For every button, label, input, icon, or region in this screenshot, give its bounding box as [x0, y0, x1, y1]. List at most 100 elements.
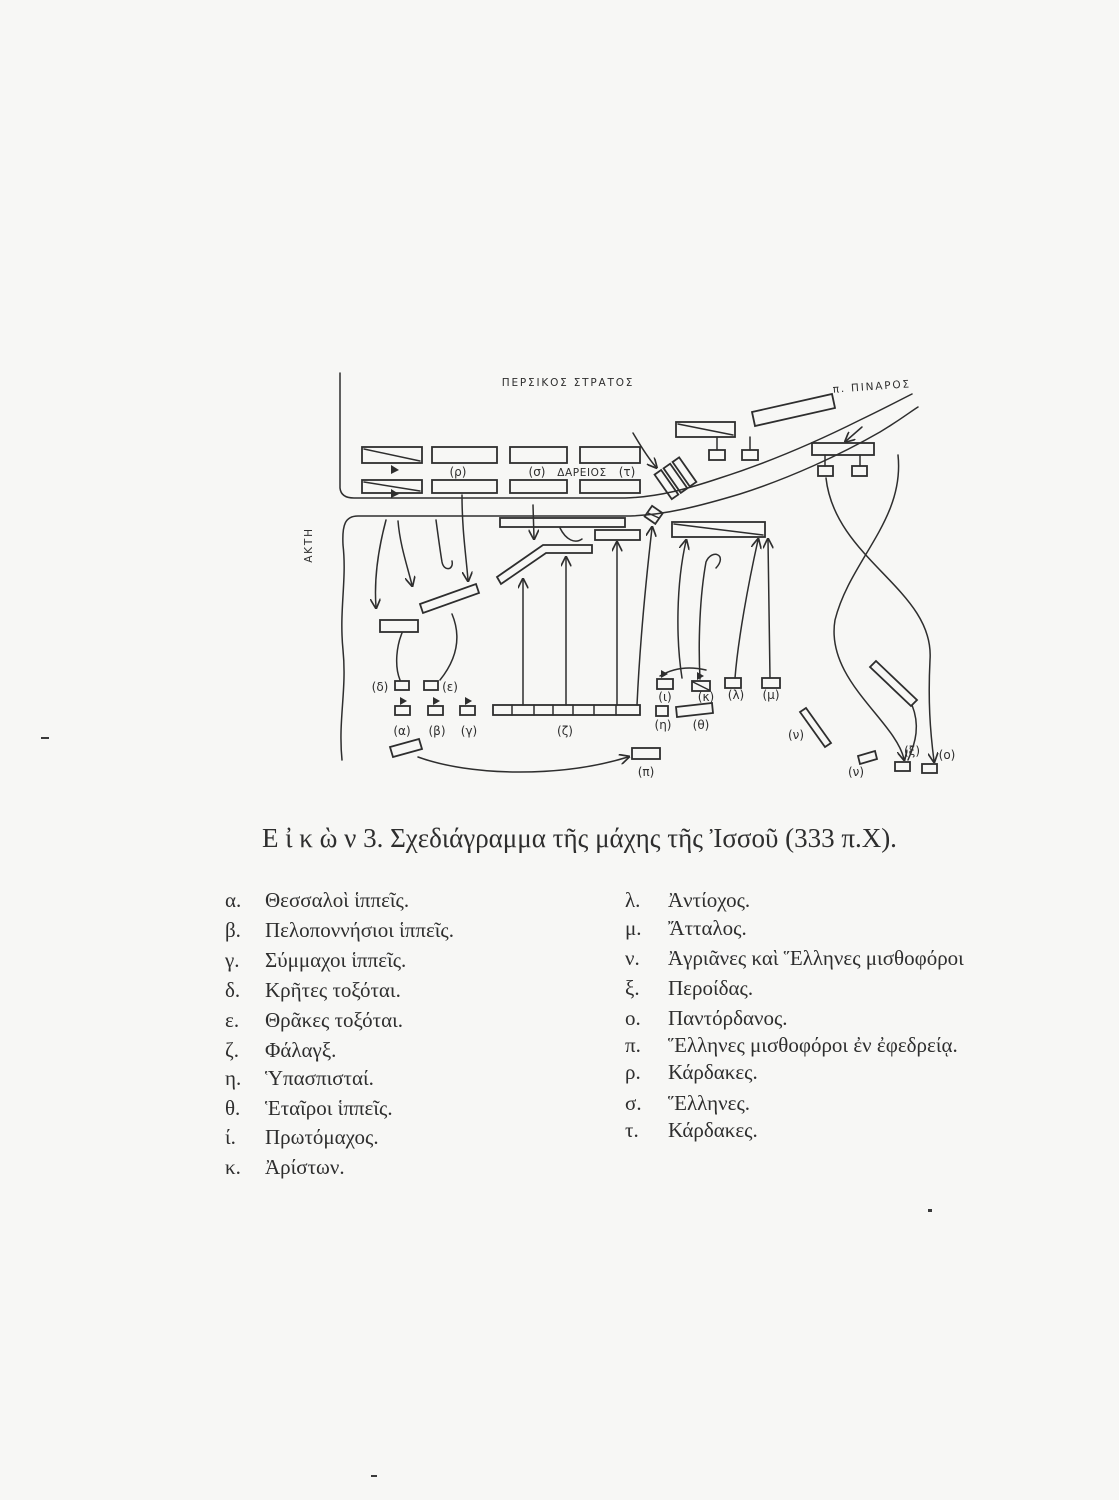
persian-unit [431, 446, 498, 464]
unit-lambda [724, 677, 742, 689]
darius-label: ΔΑΡΕΙΟΣ [557, 467, 607, 479]
unit-hatch [647, 512, 660, 519]
persian-unit [509, 479, 568, 494]
legend-text: Ἕλληνες μισθοφόροι ἐν ἐφεδρείᾳ. [668, 1033, 958, 1057]
darius-chariot [653, 456, 698, 501]
persian-army-label: ΠΕΡΣΙΚΟΣ ΣΤΡΑΤΟΣ [502, 377, 634, 389]
movement-arrow [559, 527, 583, 542]
scan-speck [371, 1475, 377, 1477]
terrain [339, 372, 919, 761]
unit-zeta-phalanx [492, 704, 641, 716]
legend-key: θ. [225, 1096, 241, 1120]
persian-unit [579, 446, 641, 464]
legend-item: κ. Ἀρίστων. [225, 1155, 345, 1179]
persian-unit-small [817, 465, 834, 477]
macedonian-army [379, 517, 938, 774]
legend-item: ο.Παντόρδανος. [625, 1006, 788, 1030]
unit-mu [761, 677, 781, 689]
bent-phalanx [495, 544, 593, 586]
unit-label-sigma: (σ) [529, 465, 546, 479]
scan-speck [928, 1209, 932, 1212]
legend-text: Παντόρδανος. [668, 1006, 788, 1030]
movement-arrow [768, 540, 770, 679]
legend-item: ρ.Κάρδακες. [625, 1060, 758, 1084]
legend-key: ζ. [225, 1038, 239, 1062]
persian-unit [361, 446, 423, 464]
unit-epsilon [423, 680, 439, 691]
legend-key: σ. [625, 1091, 642, 1115]
unit-iota [656, 678, 674, 690]
unit-kappa [691, 680, 711, 692]
unit-link [439, 613, 458, 681]
unit-label-kappa: (κ) [698, 690, 714, 704]
chariot-block [653, 468, 680, 501]
persian-unit-small [851, 465, 868, 477]
unit-xi [894, 761, 911, 772]
flank-movement-curve [825, 477, 934, 761]
legend-key: η. [225, 1066, 242, 1090]
legend-text: Ἄτταλος. [668, 916, 747, 940]
battle-diagram: ΠΕΡΣΙΚΟΣ ΣΤΡΑΤΟΣ π. ΠΙΝΑΡΟΣ ΑΚΤΗ [303, 372, 955, 779]
unit-nu [798, 706, 833, 749]
legend-key: ξ. [625, 976, 640, 1000]
unit-hatch [363, 481, 421, 492]
legend-key: τ. [625, 1118, 639, 1142]
unit-label-delta: (δ) [372, 680, 389, 694]
legend-key: π. [625, 1033, 641, 1057]
unit-label-pi: (π) [638, 765, 655, 779]
legend-text: Ὑπασπισταί. [265, 1066, 374, 1090]
legend-item: π. Ἕλληνες μισθοφόροι ἐν ἐφεδρείᾳ. [625, 1033, 958, 1057]
legend-item: τ. Κάρδακες. [625, 1118, 758, 1142]
legend-key: β. [225, 918, 241, 942]
unit-gamma [459, 705, 476, 716]
persian-unit-small [708, 449, 726, 461]
legend-key: γ. [225, 948, 240, 972]
legend-key: ί. [225, 1125, 236, 1149]
legend-text: Περοίδας. [668, 976, 754, 1000]
right-flank-unit [868, 659, 919, 708]
unit-label-tau: (τ) [619, 465, 636, 479]
legend-item: ξ. Περοίδας. [625, 976, 753, 1000]
unit-label-alpha: (α) [393, 724, 410, 738]
movement-arrow [734, 540, 758, 679]
legend-item: α.Θεσσαλοὶ ἱππεῖς. [225, 888, 409, 912]
unit-label-zeta: (ζ) [557, 724, 573, 738]
legend-text: Σύμμαχοι ἱππεῖς. [265, 948, 407, 972]
legend-text: Ἀρίστων. [265, 1155, 345, 1179]
advanced-archers [379, 619, 419, 633]
legend-key: ν. [625, 946, 640, 970]
unit-hatch [692, 681, 710, 691]
cavalry-flag-icon [400, 697, 407, 705]
legend-text: Πελοποννήσιοι ἱππεῖς. [265, 918, 454, 942]
advanced-cavalry [418, 582, 481, 615]
legend-item: ζ. Φάλαγξ. [225, 1038, 336, 1062]
legend-item: σ.Ἕλληνες. [625, 1091, 750, 1115]
unit-hatch [673, 523, 764, 536]
legend-item: μ.Ἄτταλος. [625, 916, 747, 940]
unit-nu-2 [856, 749, 879, 766]
unit-label-mu: (μ) [763, 688, 780, 702]
persian-army [361, 392, 875, 526]
unit-label-beta: (β) [428, 724, 445, 738]
chariot-block [671, 456, 698, 488]
movement-arrow [375, 519, 387, 607]
legend-text: Φάλαγξ. [265, 1038, 337, 1062]
cavalry-flag-icon [391, 465, 399, 474]
reserve-movement-arrow [417, 757, 628, 773]
flank-movement-curve [833, 454, 904, 759]
movement-arrow [397, 520, 412, 585]
persian-unit-tilted [750, 392, 837, 428]
legend-key: κ. [225, 1155, 241, 1179]
unit-label-lambda: (λ) [728, 688, 744, 702]
legend-item: γ. Σύμμαχοι ἱππεῖς. [225, 948, 406, 972]
legend-key: λ. [625, 888, 641, 912]
persian-unit [811, 442, 875, 456]
coast-label: ΑΚΤΗ [303, 527, 315, 563]
movement-arrow [846, 426, 863, 441]
legend-item: λ.Ἀντίοχος. [625, 888, 750, 912]
advanced-phalanx [499, 517, 626, 528]
legend-text: Κάρδακες. [668, 1118, 758, 1142]
river-label: π. ΠΙΝΑΡΟΣ [832, 378, 911, 395]
chariot-block [662, 462, 689, 495]
persian-unit [509, 446, 568, 464]
